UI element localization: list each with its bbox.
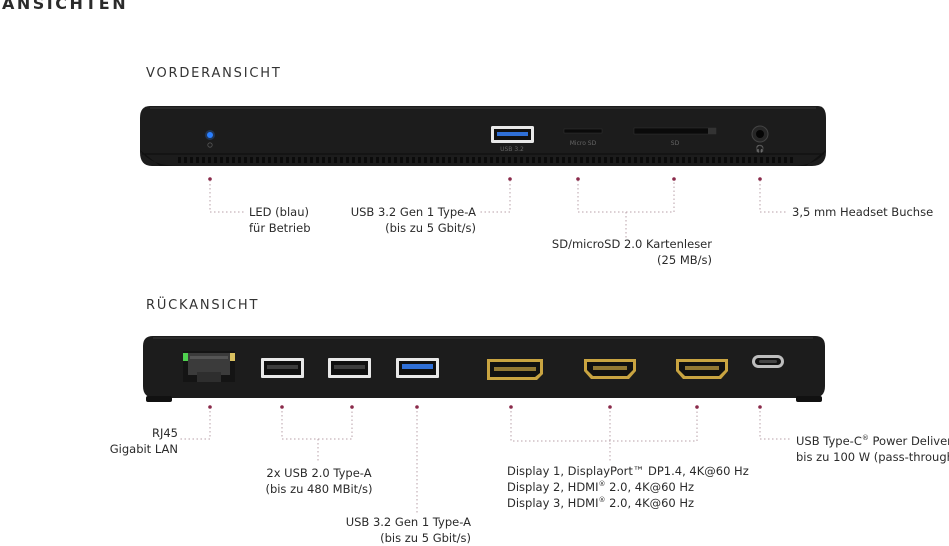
- led-callout: LED (blau) für Betrieb: [249, 204, 311, 236]
- usbc-callout-line1: USB Type-C® Power Delivery: [796, 434, 949, 448]
- front-view-title: VORDERANSICHT: [146, 66, 282, 81]
- front-usb-callout: USB 3.2 Gen 1 Type-A (bis zu 5 Gbit/s): [351, 204, 476, 236]
- card-reader-callout-line2: (25 MB/s): [657, 253, 712, 267]
- rj45-callout: RJ45 Gigabit LAN: [110, 425, 178, 457]
- page-title: ANSICHTEN: [2, 0, 129, 13]
- usb2-port-1[interactable]: [261, 358, 304, 378]
- sd-label: SD: [671, 140, 680, 147]
- hdmi-port-2[interactable]: [676, 359, 728, 379]
- card-reader-callout-line1: SD/microSD 2.0 Kartenleser: [551, 237, 712, 251]
- display-callout-line1: Display 1, DisplayPort™ DP1.4, 4K@60 Hz: [507, 464, 749, 478]
- hdmi-port-1[interactable]: [584, 359, 636, 379]
- displayport-port[interactable]: [487, 359, 543, 380]
- rj45-callout-line1: RJ45: [151, 426, 178, 440]
- headset-callout: 3,5 mm Headset Buchse: [792, 205, 934, 219]
- micro-sd-label: Micro SD: [570, 140, 597, 147]
- lan-activity-led: [230, 353, 235, 361]
- back-usb3-port[interactable]: [396, 358, 439, 378]
- usbc-callout-line2: bis zu 100 W (pass-through): [796, 450, 949, 464]
- display-callout-line3: Display 3, HDMI® 2.0, 4K@60 Hz: [507, 496, 695, 510]
- back-usb3-callout-line2: (bis zu 5 Gbit/s): [380, 531, 471, 545]
- led-callout-line1: LED (blau): [249, 205, 309, 219]
- usb2-callout-line1: 2x USB 2.0 Type-A: [266, 466, 372, 480]
- usbc-callout: USB Type-C® Power Delivery bis zu 100 W …: [796, 433, 949, 465]
- led-indicator: [207, 132, 213, 138]
- usb2-callout: 2x USB 2.0 Type-A (bis zu 480 MBit/s): [258, 465, 380, 497]
- usb2-port-2[interactable]: [328, 358, 371, 378]
- micro-sd-slot[interactable]: Micro SD: [563, 128, 603, 147]
- rj45-callout-line2: Gigabit LAN: [109, 442, 178, 456]
- lan-link-led: [183, 353, 188, 361]
- back-view-title: RÜCKANSICHT: [146, 298, 260, 313]
- display-callout-line2: Display 2, HDMI® 2.0, 4K@60 Hz: [507, 480, 695, 494]
- headset-jack[interactable]: 🎧: [751, 125, 769, 153]
- back-device-body: [143, 336, 825, 402]
- display-callout: Display 1, DisplayPort™ DP1.4, 4K@60 Hz …: [507, 463, 749, 511]
- power-icon: [207, 142, 213, 148]
- usb-c-port[interactable]: [752, 355, 784, 368]
- front-usb3-port[interactable]: USB 3.2: [491, 126, 534, 153]
- led-callout-line2: für Betrieb: [249, 221, 311, 235]
- back-usb3-callout: USB 3.2 Gen 1 Type-A (bis zu 5 Gbit/s): [346, 514, 471, 546]
- headset-icon: 🎧: [756, 144, 765, 153]
- front-device-body: [140, 106, 826, 166]
- sd-slot[interactable]: SD: [633, 127, 717, 147]
- front-grip-texture: [178, 157, 793, 163]
- card-reader-callout: SD/microSD 2.0 Kartenleser (25 MB/s): [552, 236, 712, 268]
- back-usb3-callout-line1: USB 3.2 Gen 1 Type-A: [345, 515, 471, 529]
- front-usb-port-label: USB 3.2: [500, 146, 524, 153]
- rj45-port[interactable]: [183, 351, 235, 382]
- front-usb-callout-line1: USB 3.2 Gen 1 Type-A: [350, 205, 476, 219]
- front-usb-callout-line2: (bis zu 5 Gbit/s): [385, 221, 476, 235]
- usb2-callout-line2: (bis zu 480 MBit/s): [265, 482, 373, 496]
